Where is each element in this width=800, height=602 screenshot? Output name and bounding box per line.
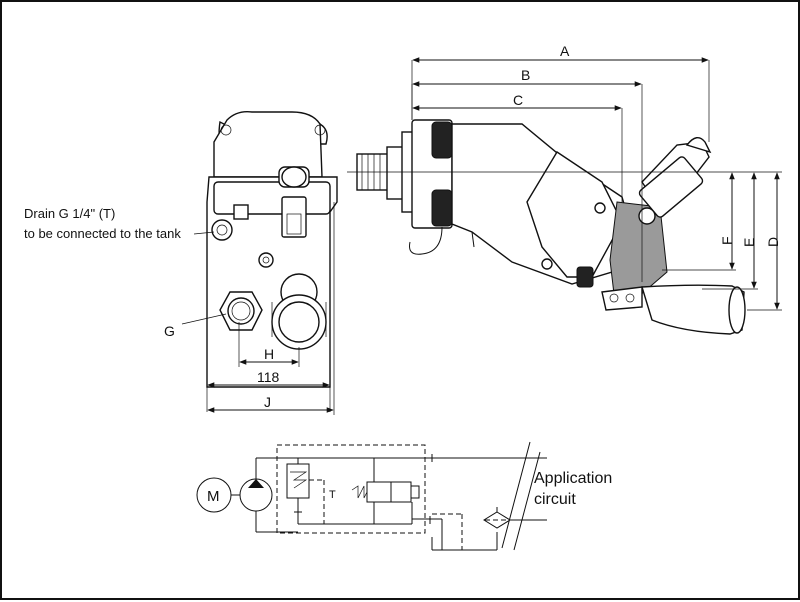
dim-label-e: E bbox=[741, 238, 757, 247]
tank-line-label: T bbox=[329, 489, 336, 501]
dim-label-b: B bbox=[521, 67, 530, 83]
dim-label-f: F bbox=[719, 236, 735, 245]
drain-label-line1: Drain G 1/4" (T) bbox=[24, 206, 115, 221]
dim-label-g: G bbox=[164, 323, 175, 339]
drain-label-line2: to be connected to the tank bbox=[24, 226, 181, 241]
dim-label-d: D bbox=[765, 237, 781, 247]
front-view-pump bbox=[206, 110, 338, 388]
motor-symbol-label: M bbox=[207, 488, 220, 505]
dim-label-c: C bbox=[513, 92, 523, 108]
application-circuit-line1: Application bbox=[534, 470, 612, 487]
application-circuit-line2: circuit bbox=[534, 491, 576, 508]
dim-label-h: H bbox=[264, 346, 274, 362]
side-view-pump bbox=[356, 119, 746, 335]
hydraulic-schematic bbox=[196, 441, 547, 551]
dim-label-118: 118 bbox=[257, 369, 280, 385]
dimension-lines bbox=[181, 57, 782, 415]
dim-label-j: J bbox=[264, 394, 271, 410]
dim-label-a: A bbox=[560, 43, 570, 59]
